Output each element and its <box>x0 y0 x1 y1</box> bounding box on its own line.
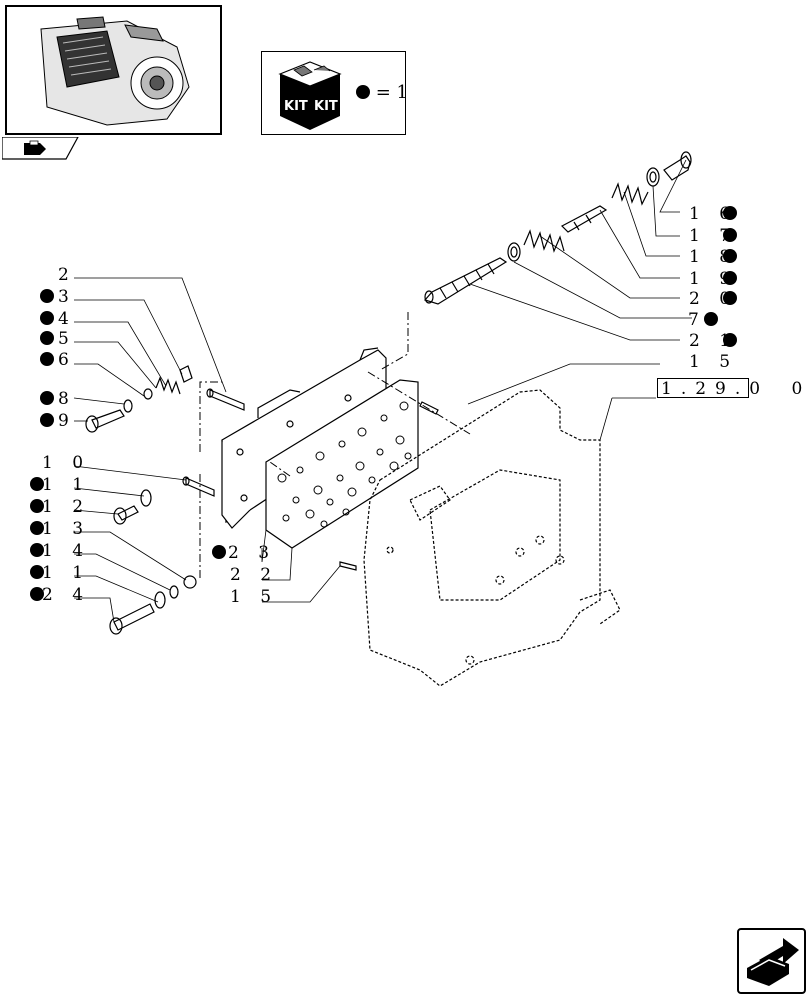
callout-11-b: 1 1 <box>30 564 90 582</box>
kit-dot-icon <box>212 545 226 559</box>
callout-21: 2 1 <box>689 331 738 351</box>
callout-24: 2 4 <box>30 586 90 604</box>
callout-17: 1 7 <box>689 226 738 246</box>
callout-19: 1 9 <box>689 269 738 289</box>
kit-box-icon: KIT KIT <box>278 61 342 130</box>
kit-dot-icon <box>723 291 738 305</box>
kit-dot-icon <box>30 543 44 557</box>
kit-dot-icon <box>40 331 54 345</box>
next-page-button[interactable] <box>737 928 806 994</box>
kit-dot-icon <box>40 352 54 366</box>
reference-box[interactable] <box>657 378 749 398</box>
callout-8: 8 <box>40 390 76 408</box>
reference-code-suffix: 0 <box>791 379 812 399</box>
callout-22: 2 2 <box>230 565 279 585</box>
callout-12: 1 2 <box>30 498 90 516</box>
callout-4: 4 <box>40 310 76 328</box>
callout-7: 7 <box>688 311 718 329</box>
callout-23: 2 3 <box>212 544 276 562</box>
callout-11-a: 1 1 <box>30 476 90 494</box>
callout-18: 1 8 <box>689 247 738 267</box>
kit-dot-icon <box>723 271 738 285</box>
callout-3: 3 <box>40 288 76 306</box>
kit-dot-icon <box>40 391 54 405</box>
kit-dot-icon <box>30 477 44 491</box>
next-page-arrow-icon <box>747 938 799 986</box>
left-fittings <box>85 365 439 635</box>
kit-dot-icon <box>30 565 44 579</box>
kit-legend-label: = 1 <box>375 82 408 103</box>
callout-20: 2 0 <box>689 289 738 309</box>
kit-legend: = 1 <box>356 82 408 103</box>
kit-dot-icon <box>703 312 718 326</box>
callout-2: 2 <box>58 265 76 285</box>
callout-10: 1 0 <box>42 453 91 473</box>
kit-dot-icon <box>723 249 738 263</box>
kit-word-left: KIT <box>284 99 308 114</box>
callout-13: 1 3 <box>30 520 90 538</box>
callout-14: 1 4 <box>30 542 90 560</box>
kit-dot-icon <box>30 587 44 601</box>
callout-16: 1 6 <box>689 204 738 224</box>
kit-dot-icon <box>723 206 738 220</box>
kit-dot-icon <box>30 499 44 513</box>
callout-5: 5 <box>40 330 76 348</box>
reference-code-main: 1.29.0 <box>661 379 770 399</box>
kit-dot-icon <box>723 228 738 242</box>
transmission-housing <box>363 389 621 687</box>
kit-dot-icon <box>30 521 44 535</box>
transmission-thumbnail <box>5 5 222 135</box>
kit-word-right: KIT <box>314 99 338 114</box>
reference-code[interactable]: 1.29.0 0 <box>661 379 811 399</box>
callout-15-bottom: 1 5 <box>230 587 279 607</box>
callout-15-top: 1 5 <box>689 352 738 372</box>
kit-legend-box: KIT KIT <box>261 51 406 135</box>
previous-page-tab[interactable] <box>1 136 80 161</box>
kit-dot-icon <box>40 413 54 427</box>
kit-dot-icon <box>40 311 54 325</box>
transmission-thumbnail-icon <box>40 16 190 126</box>
previous-page-icon <box>1 136 80 160</box>
valve-spool-assembly <box>423 151 692 305</box>
callout-9: 9 <box>40 412 76 430</box>
kit-dot-icon <box>723 333 738 347</box>
callout-6: 6 <box>40 351 76 369</box>
kit-dot-icon <box>356 85 370 99</box>
valve-body <box>221 347 387 529</box>
kit-dot-icon <box>40 289 54 303</box>
